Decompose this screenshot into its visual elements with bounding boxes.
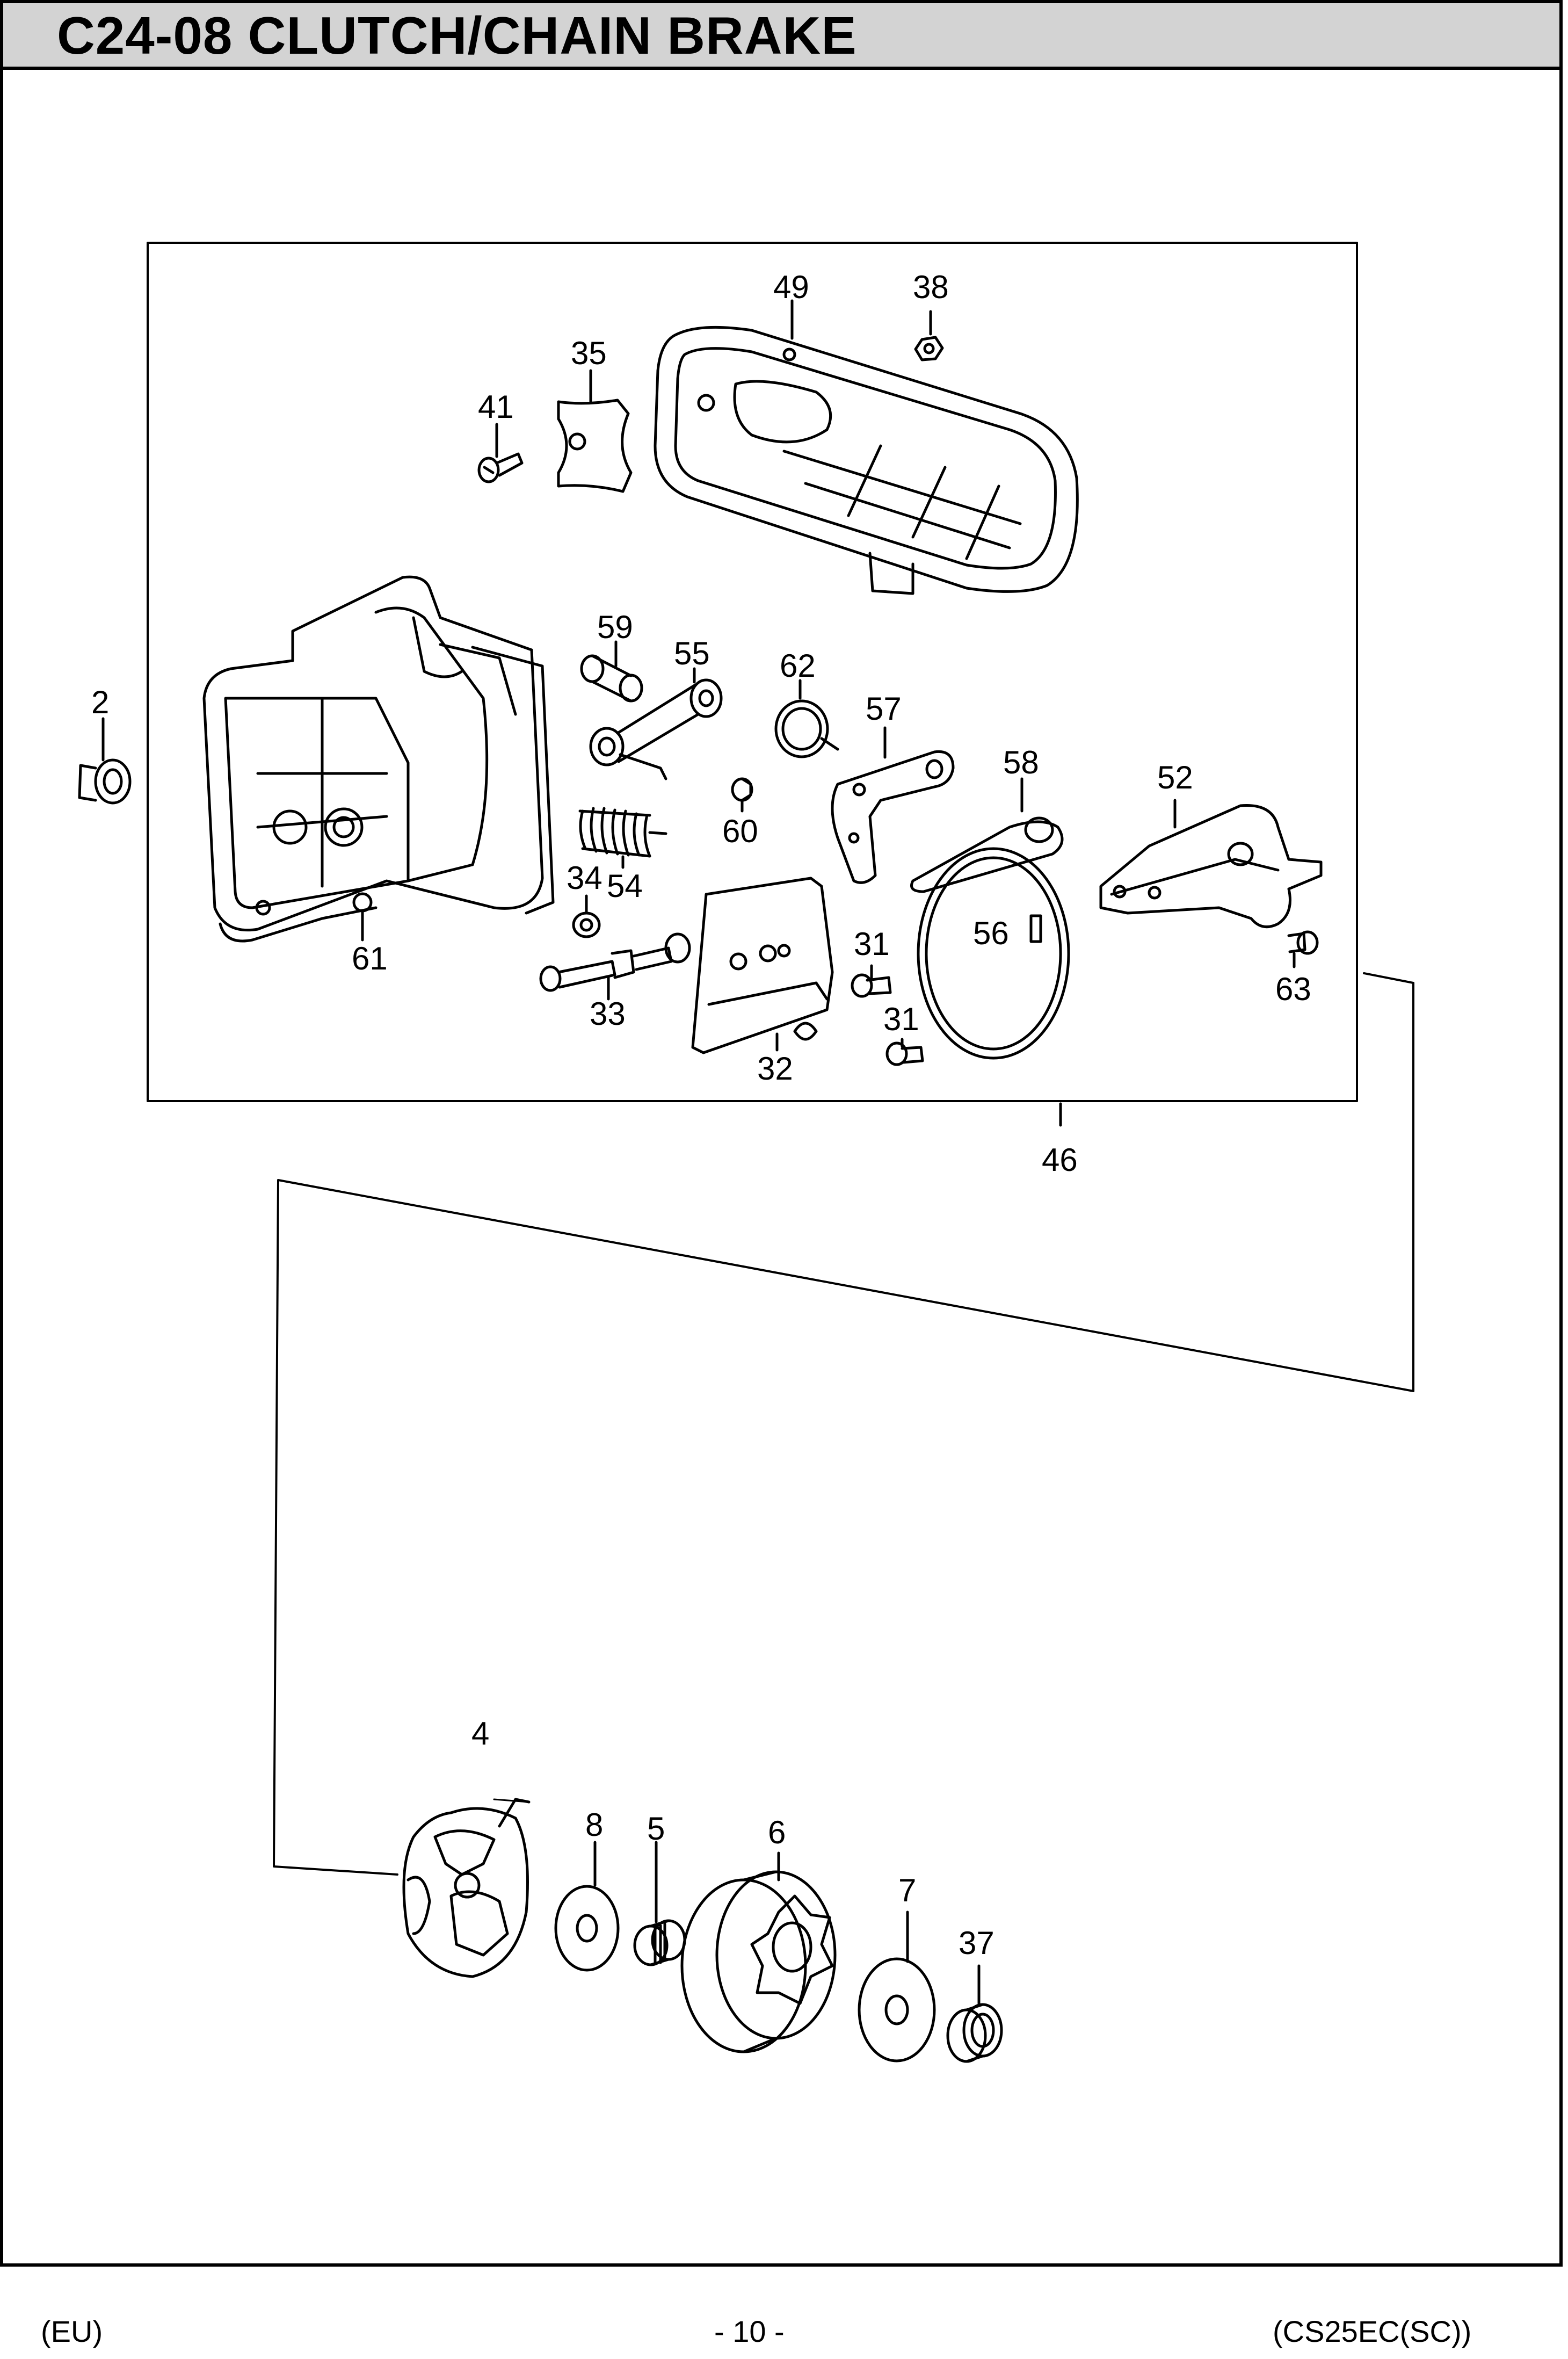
footer-model: (CS25EC(SC)) — [1273, 2314, 1472, 2348]
part-63-screw — [1287, 930, 1319, 955]
part-5-needle-bearing — [633, 1919, 686, 1966]
callout-7: 7 — [898, 1872, 916, 1908]
part-32-guide-plate — [691, 877, 834, 1054]
callout-62: 62 — [780, 648, 816, 684]
callout-52: 52 — [1157, 759, 1193, 795]
part-58-brake-band — [910, 816, 1070, 1060]
part-49-handle-cover — [654, 325, 1079, 595]
callout-61: 61 — [352, 940, 388, 976]
assembly-link-lines — [273, 972, 1414, 1876]
callout-56: 56 — [973, 915, 1009, 951]
part-6-clutch-drum — [680, 1870, 837, 2053]
callout-58: 58 — [1003, 744, 1039, 780]
part-41-screw — [477, 452, 524, 483]
part-60-pin — [731, 777, 753, 802]
part-57-lever-arm — [831, 750, 955, 884]
callout-4: 4 — [471, 1716, 489, 1752]
part-2-bushing — [78, 758, 132, 805]
callout-31a: 31 — [854, 926, 890, 962]
callout-55: 55 — [674, 635, 710, 671]
callout-32: 32 — [757, 1051, 793, 1087]
part-4-clutch — [402, 1798, 531, 1978]
part-59-pin — [580, 654, 643, 703]
callout-6: 6 — [768, 1814, 786, 1850]
footer-page-number: - 10 - — [714, 2314, 785, 2348]
assembly-46-box — [147, 242, 1358, 1102]
part-38-nut — [914, 336, 944, 361]
part-56-pin — [1029, 914, 1042, 943]
callout-57: 57 — [866, 691, 902, 727]
callout-35: 35 — [571, 335, 607, 371]
callout-54: 54 — [607, 868, 643, 904]
callout-46: 46 — [1042, 1142, 1078, 1178]
callout-5: 5 — [647, 1811, 665, 1847]
callout-2: 2 — [91, 684, 109, 720]
callout-41: 41 — [478, 389, 514, 425]
callout-34: 34 — [567, 860, 602, 896]
callout-38: 38 — [913, 269, 949, 305]
part-37-bushing — [946, 2003, 1003, 2063]
part-55-lever — [589, 678, 723, 780]
part-54-coil-spring — [578, 807, 667, 858]
callout-31b: 31 — [883, 1001, 919, 1037]
callout-60: 60 — [722, 813, 758, 849]
part-34-nut — [572, 911, 601, 938]
callout-49: 49 — [773, 269, 809, 305]
callout-33: 33 — [590, 996, 626, 1032]
callout-37: 37 — [959, 1925, 994, 1961]
part-33-bolts — [539, 932, 691, 992]
footer-region: (EU) — [41, 2314, 103, 2348]
part-52-brake-lever — [1099, 804, 1323, 929]
title-bar: C24-08 CLUTCH/CHAIN BRAKE — [0, 0, 1563, 70]
page-frame — [0, 0, 1563, 2267]
part-7-washer — [858, 1957, 936, 2063]
part-31-screw-a — [851, 973, 892, 998]
page-title: C24-08 CLUTCH/CHAIN BRAKE — [57, 6, 857, 65]
leader-4 — [493, 1798, 530, 1803]
callout-59: 59 — [597, 609, 633, 645]
callout-8: 8 — [585, 1807, 603, 1843]
part-31-screw-b — [885, 1041, 924, 1066]
part-8-washer — [554, 1885, 620, 1972]
part-61-crankcase — [202, 575, 555, 943]
callout-63: 63 — [1275, 971, 1311, 1007]
part-35-plate — [557, 399, 633, 493]
part-62-torsion-spring — [774, 699, 839, 758]
